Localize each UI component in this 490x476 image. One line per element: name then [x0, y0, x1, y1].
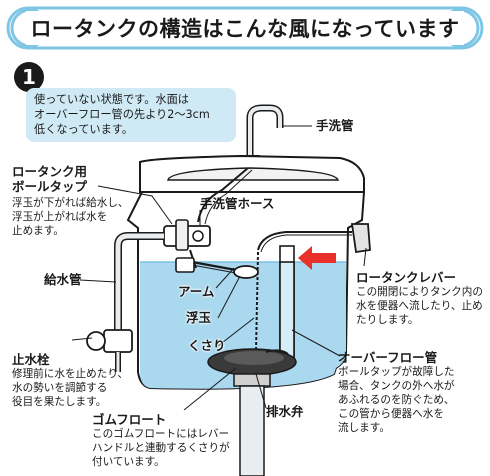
drain-valve-label: 排水弁	[266, 404, 304, 419]
supply-pipe-icon	[114, 232, 164, 330]
intro-line-3: 低くなっています。	[34, 123, 134, 136]
supply-pipe-label: 給水管	[44, 272, 82, 287]
flapper-desc-line-3: 付いています。	[92, 456, 165, 468]
overflow-desc-line-1: ボールタップが故障した	[338, 366, 455, 378]
float-arm-icon	[175, 257, 237, 274]
overflow-callout: オーバーフロー管 ボールタップが故障した 場合、タンクの外へ水が あふれるのを防…	[338, 350, 455, 435]
flapper-title: ゴムフロート	[92, 412, 167, 427]
faucet-label: 手洗管	[316, 118, 354, 133]
intro-line-1: 使っていない状態です。水面は	[34, 93, 189, 106]
ball-tap-title-line-2: ボールタップ	[12, 179, 88, 194]
hose-icon	[197, 167, 253, 225]
title-banner-cloud	[6, 6, 484, 50]
float-label: 浮玉	[186, 310, 212, 325]
overflow-desc-line-3: あふれるのを防ぐため、	[338, 394, 455, 406]
overflow-title: オーバーフロー管	[338, 350, 438, 365]
lever-handle-icon	[350, 223, 371, 254]
flapper-desc-line-1: このゴムフロートにはレバー	[92, 428, 230, 440]
lever-callout: ロータンクレバー この開閉によりタンク内の 水を便器へ流したり、止め たりします…	[356, 270, 483, 327]
page-title: ロータンクの構造はこんな風になっています	[30, 17, 460, 41]
ball-tap-desc-line-1: 浮玉が下がれば給水し、	[12, 197, 129, 209]
ball-tap-title-line-1: ロータンク用	[12, 164, 88, 179]
overflow-desc-line-4: この管から便器へ水を	[338, 408, 444, 420]
intro-note: 使っていない状態です。水面は オーバーフロー管の先より2〜3cm 低くなっていま…	[26, 88, 236, 142]
ball-tap-desc-line-3: 止めます。	[12, 225, 64, 237]
overflow-desc-line-5: 流します。	[338, 422, 390, 434]
lever-title: ロータンクレバー	[356, 270, 457, 285]
flapper-callout: ゴムフロート このゴムフロートにはレバー ハンドルと連動するくさりが 付いていま…	[92, 412, 230, 469]
intro-line-2: オーバーフロー管の先より2〜3cm	[34, 108, 210, 121]
float-ball-icon	[233, 265, 259, 279]
leader-lines	[71, 125, 367, 411]
lever-arm	[257, 231, 352, 253]
stop-valve-desc-line-3: 役目を果たします。	[12, 396, 107, 408]
hose-label: 手洗管ホース	[200, 196, 275, 211]
lever-desc-line-1: この開閉によりタンク内の	[356, 286, 483, 298]
drain-valve-icon	[233, 373, 271, 476]
ball-tap-callout: ロータンク用 ボールタップ 浮玉が下がれば給水し、 浮玉が上がれば水を 止めます…	[12, 164, 129, 238]
chain-icon	[255, 251, 259, 353]
lever-desc-line-2: 水を便器へ流したり、止め	[356, 300, 483, 312]
lever-desc-line-3: たりします。	[356, 314, 419, 326]
stop-valve-desc-line-1: 修理前に水を止めたり、	[12, 368, 129, 380]
flapper-icon	[207, 348, 297, 376]
flapper-desc-line-2: ハンドルと連動するくさりが	[92, 442, 230, 454]
red-arrow-icon	[298, 246, 336, 270]
ball-tap-desc-line-2: 浮玉が上がれば水を	[12, 211, 108, 223]
tank-lid	[139, 154, 365, 193]
stop-valve-icon	[86, 329, 133, 372]
stop-valve-desc-line-2: 水の勢いを調節する	[12, 382, 108, 394]
arm-label: アーム	[178, 284, 215, 299]
stop-valve-callout: 止水栓 修理前に水を止めたり、 水の勢いを調節する 役目を果たします。	[12, 352, 128, 409]
ball-tap-icon	[163, 219, 211, 269]
step-number-badge: 1	[14, 62, 44, 92]
chain-label: くさり	[188, 338, 226, 353]
overflow-desc-line-2: 場合、タンクの外へ水が	[338, 380, 455, 392]
overflow-pipe-icon	[279, 245, 295, 365]
stop-valve-title: 止水栓	[12, 352, 50, 367]
